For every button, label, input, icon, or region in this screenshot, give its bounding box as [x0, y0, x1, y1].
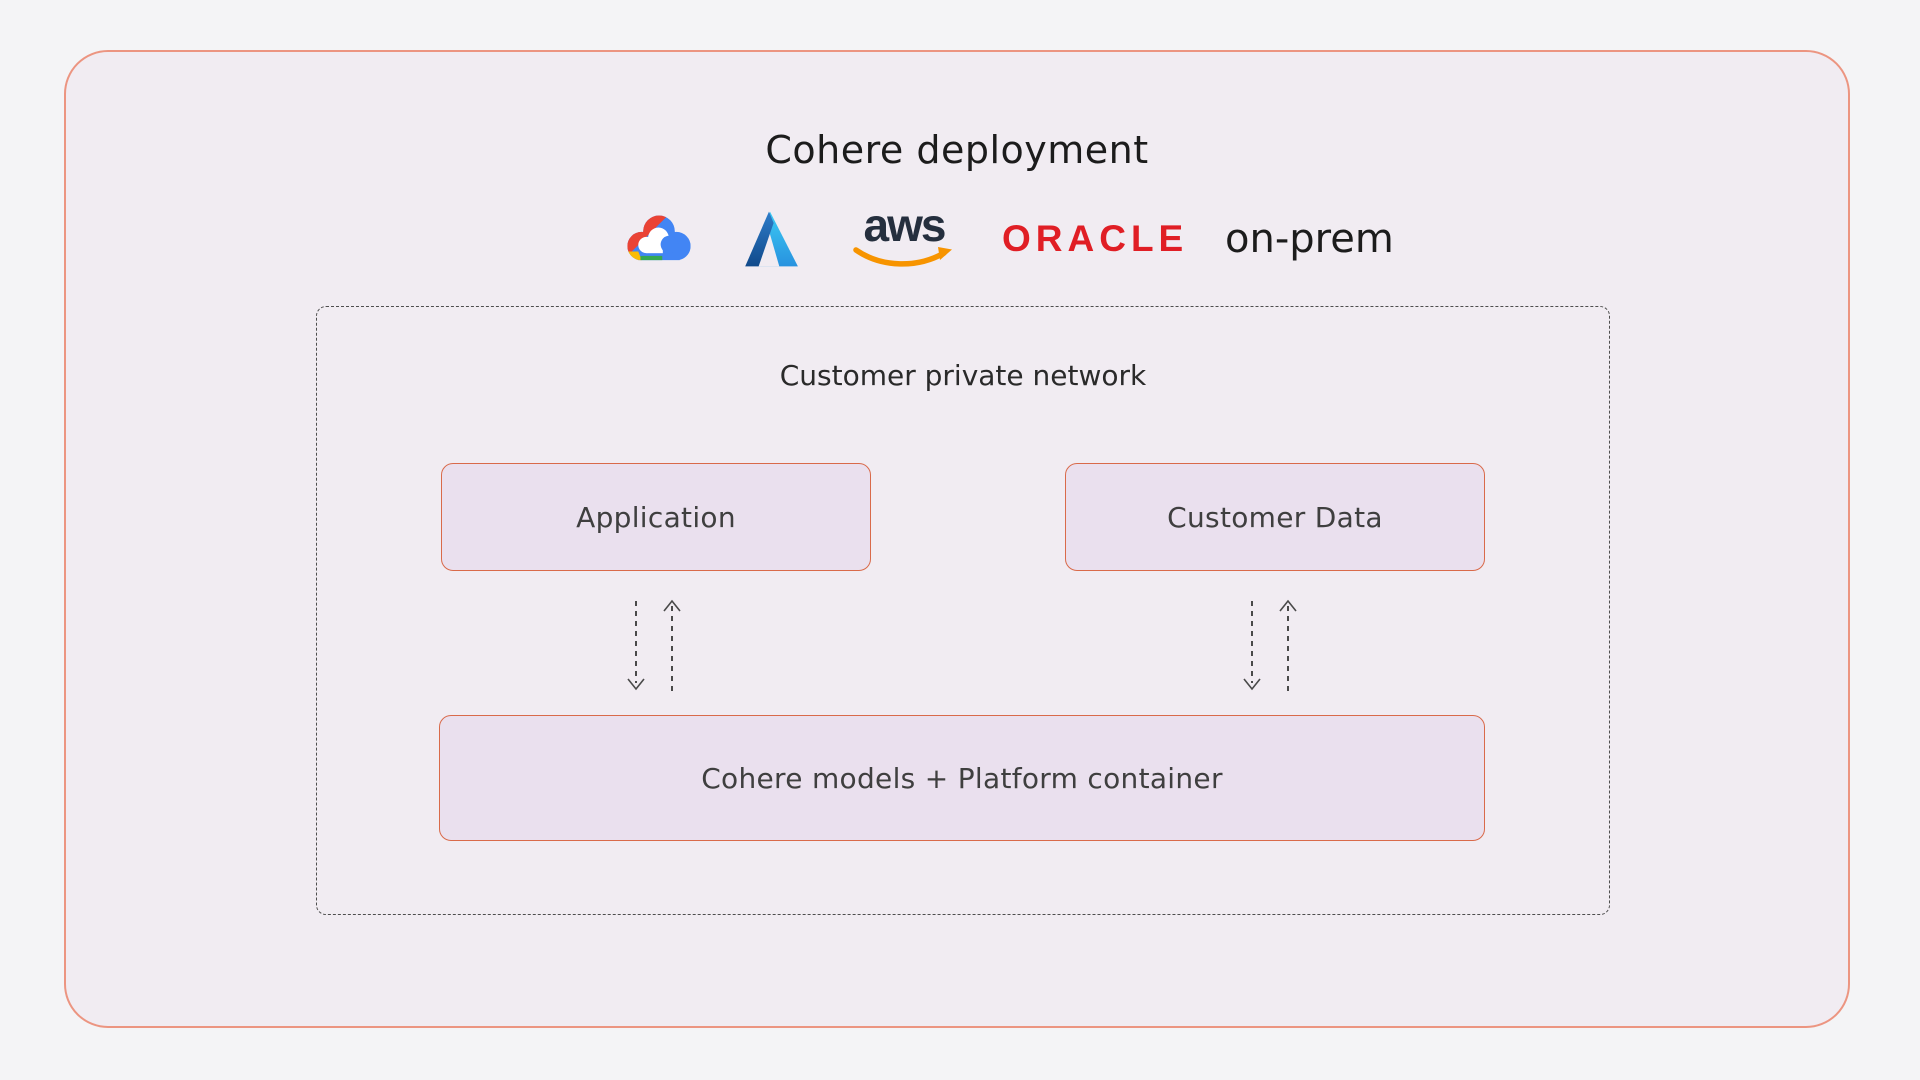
arrow-up-icon: [663, 599, 681, 695]
aws-smile-icon: [853, 247, 952, 267]
on-prem-label: on-prem: [1225, 216, 1394, 262]
data-platform-arrows: [1243, 599, 1297, 695]
cohere-platform-node: Cohere models + Platform container: [439, 715, 1485, 841]
diagram-title: Cohere deployment: [765, 128, 1149, 172]
azure-icon: [745, 211, 798, 267]
arrow-up-icon: [1279, 599, 1297, 695]
aws-logo: aws: [852, 199, 956, 275]
arrow-down-icon: [627, 601, 645, 691]
customer-data-node-label: Customer Data: [1167, 500, 1383, 534]
arrow-down-icon: [1243, 601, 1261, 691]
customer-data-node: Customer Data: [1065, 463, 1485, 571]
cohere-platform-node-label: Cohere models + Platform container: [701, 761, 1223, 795]
customer-private-network-box: Customer private network Application Cus…: [316, 306, 1610, 915]
application-platform-arrows: [627, 599, 681, 695]
application-node: Application: [441, 463, 871, 571]
aws-wordmark: aws: [863, 199, 947, 251]
application-node-label: Application: [576, 500, 736, 534]
cohere-deployment-card: Cohere deployment: [64, 50, 1850, 1028]
google-cloud-icon: [627, 215, 691, 261]
oracle-wordmark: ORACLE: [1002, 218, 1189, 259]
network-label: Customer private network: [779, 359, 1147, 392]
